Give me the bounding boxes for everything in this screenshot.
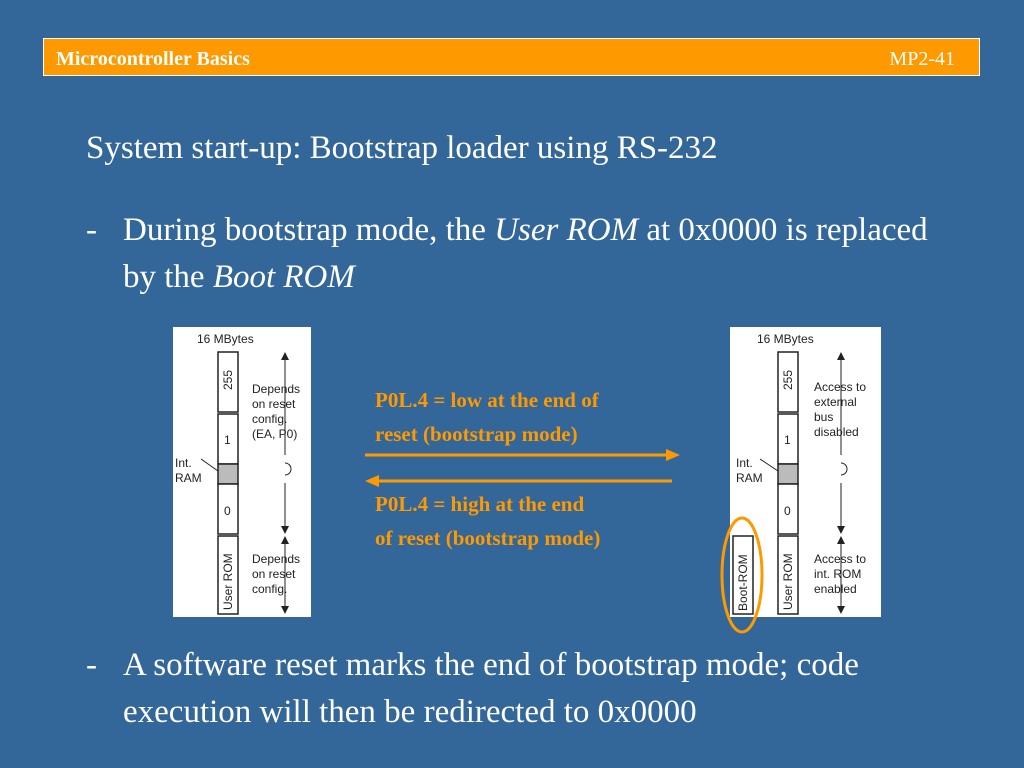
- note-top-line: Depends: [252, 382, 300, 396]
- size-label: 16 MBytes: [197, 332, 254, 346]
- forward-transition-label: P0L.4 = low at the end of reset (bootstr…: [375, 383, 599, 451]
- bullet-text-part: at 0x0000 is replaced by the: [123, 212, 928, 295]
- memory-map-boot-rom: 16 MBytes 255 1 0 User ROM Boot-ROM Int.…: [730, 327, 881, 617]
- note-bottom-line: int. ROM: [814, 567, 861, 581]
- header-title: Microcontroller Basics: [56, 48, 250, 70]
- slide-header: Microcontroller Basics MP2-41: [43, 38, 980, 76]
- segment-255-label: 255: [781, 370, 795, 390]
- note-top-line: external: [814, 395, 857, 409]
- note-bottom-line: Depends: [252, 552, 300, 566]
- bullet-text-part: During bootstrap mode, the: [123, 212, 495, 248]
- slide-title: System start-up: Bootstrap loader using …: [86, 130, 718, 166]
- user-rom-term: User ROM: [494, 212, 639, 248]
- bullet-bootstrap-mode: - During bootstrap mode, the User ROM at…: [86, 207, 966, 301]
- backward-label-line: of reset (bootstrap mode): [375, 526, 601, 550]
- forward-label-line: reset (bootstrap mode): [375, 422, 578, 446]
- boot-rom-term: Boot ROM: [212, 259, 355, 295]
- transition-arrows: [365, 449, 680, 487]
- int-ram-label-2: RAM: [736, 471, 763, 485]
- note-top-line: on reset: [252, 397, 296, 411]
- bullet-dash: -: [86, 647, 97, 683]
- memory-map-user-rom: 16 MBytes 255 1 0 User ROM Int. RAM Depe…: [173, 327, 311, 617]
- segment-1-label: 1: [224, 433, 231, 447]
- arrow-left-icon: [365, 475, 379, 487]
- note-bottom-line: Access to: [814, 552, 866, 566]
- segment-255-label: 255: [221, 370, 235, 390]
- segment-0-label: 0: [784, 504, 791, 518]
- boot-rom-segment-label: Boot-ROM: [736, 554, 750, 611]
- bullet-dash: -: [86, 212, 97, 248]
- backward-label-line: P0L.4 = high at the end: [375, 492, 585, 516]
- bullet-text: During bootstrap mode, the User ROM at 0…: [123, 207, 966, 301]
- arrow-right-icon: [666, 449, 680, 461]
- segment-0-label: 0: [224, 504, 231, 518]
- note-bottom-line: enabled: [814, 582, 857, 596]
- int-ram-label-1: Int.: [175, 456, 192, 470]
- backward-transition-label: P0L.4 = high at the end of reset (bootst…: [375, 487, 600, 555]
- bullet-software-reset: - A software reset marks the end of boot…: [86, 642, 966, 736]
- boot-rom-highlight-ellipse: [720, 516, 764, 634]
- bullet-text: A software reset marks the end of bootst…: [123, 647, 859, 730]
- segment-1-label: 1: [784, 433, 791, 447]
- note-top-line: (EA, P0): [252, 427, 297, 441]
- note-top-line: Access to: [814, 380, 866, 394]
- user-rom-segment-label: User ROM: [221, 553, 235, 610]
- note-bottom-line: config.: [252, 582, 287, 596]
- note-top-line: bus: [814, 410, 833, 424]
- int-ram-label-1: Int.: [736, 456, 753, 470]
- note-top-line: config.: [252, 412, 287, 426]
- slide-number: MP2-41: [889, 48, 955, 70]
- note-bottom-line: on reset: [252, 567, 296, 581]
- size-label: 16 MBytes: [757, 332, 814, 346]
- int-ram-label-2: RAM: [175, 471, 202, 485]
- user-rom-segment-label: User ROM: [781, 553, 795, 610]
- note-top-line: disabled: [814, 425, 859, 439]
- forward-label-line: P0L.4 = low at the end of: [375, 388, 599, 412]
